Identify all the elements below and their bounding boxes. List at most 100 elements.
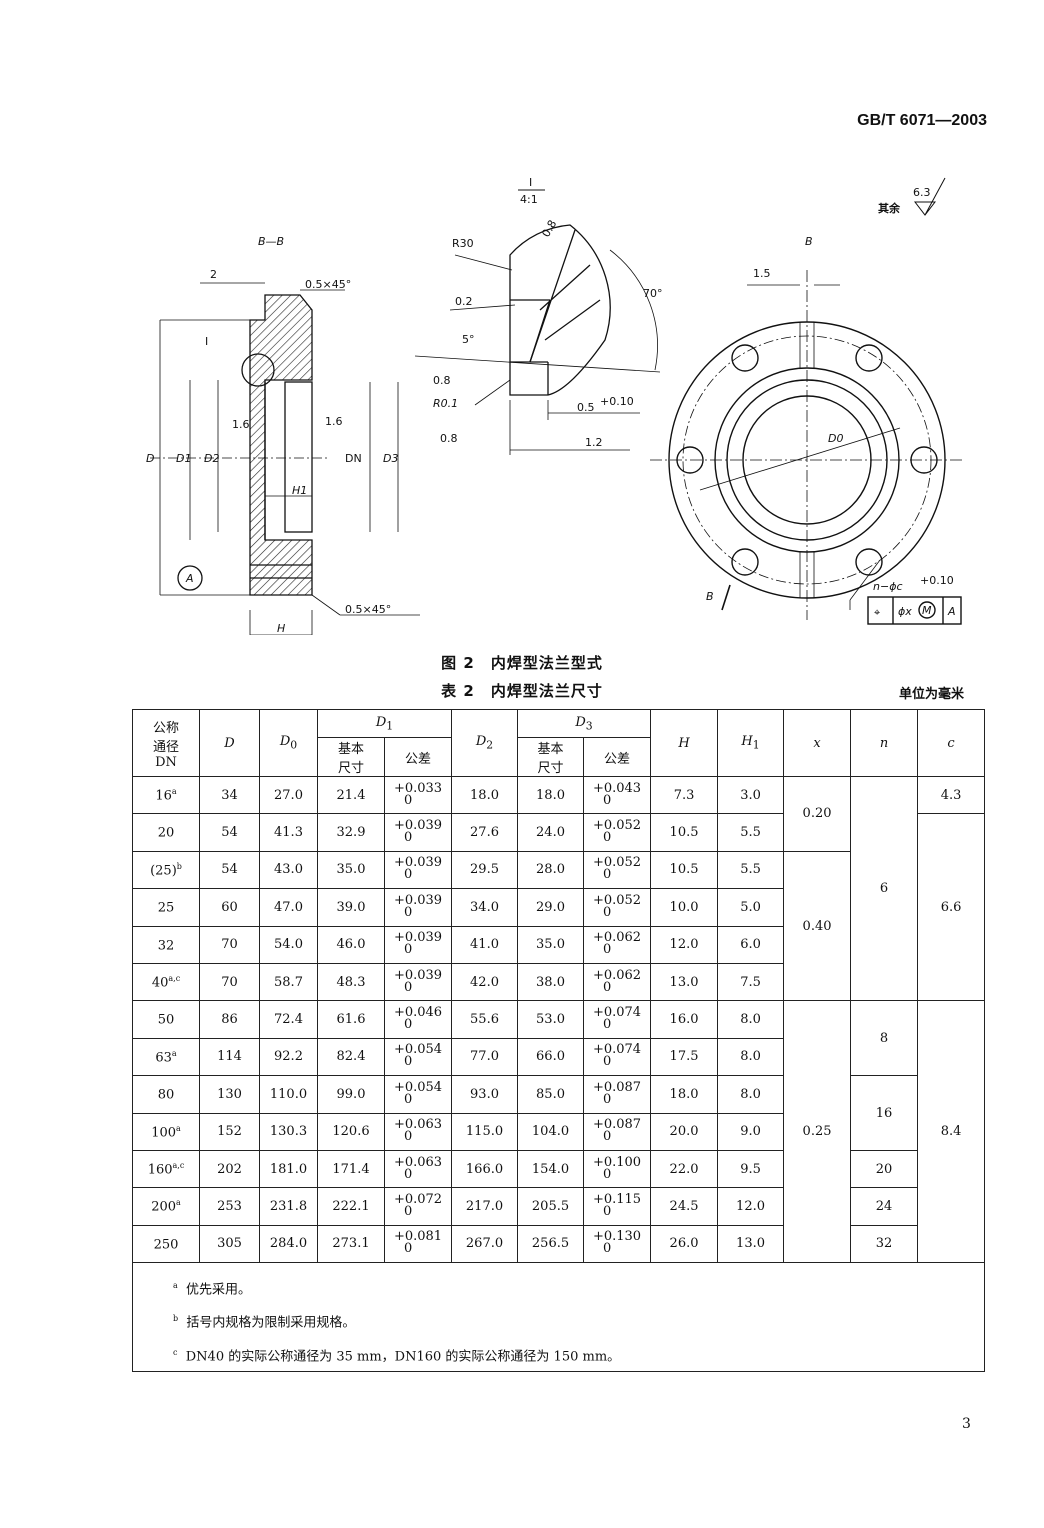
cell-c: 6.6 [917, 813, 986, 1002]
fcf-datum: A [947, 605, 956, 618]
cell-D1-basic: 48.3 [317, 962, 385, 1002]
fcf-modifier: M [922, 604, 932, 617]
cell-dn: 16a [132, 775, 200, 815]
cell-D0: 47.0 [259, 888, 318, 927]
header-D1: D1 [316, 709, 453, 738]
roughness-symbol [913, 177, 946, 216]
dim-D3: D3 [383, 452, 398, 465]
page-number: 3 [962, 1416, 971, 1432]
view-b [650, 270, 965, 625]
label-0.8-top: 0.8 [539, 218, 559, 240]
cell-D3-basic: 53.0 [517, 1000, 585, 1039]
cell-D1-basic: 82.4 [317, 1037, 385, 1077]
cell-H1: 12.0 [717, 1187, 785, 1226]
cell-D1-basic: 120.6 [317, 1112, 385, 1151]
cell-D2: 93.0 [451, 1075, 519, 1114]
cell-c: 4.3 [917, 775, 986, 815]
cell-H: 26.0 [650, 1224, 719, 1264]
cell-n: 16 [850, 1075, 919, 1151]
cell-D3-basic: 35.0 [517, 925, 585, 964]
section-bb-label: B—B [258, 235, 284, 248]
cell-H: 10.5 [650, 813, 719, 852]
cell-dn: 20 [132, 813, 200, 852]
cell-n: 20 [850, 1149, 919, 1189]
angle-5: 5° [462, 333, 475, 346]
cell-H1: 8.0 [717, 1000, 785, 1039]
dim-DN: DN [345, 452, 362, 465]
roughness-other-value: 6.3 [913, 186, 931, 199]
cell-D2: 18.0 [451, 775, 519, 815]
cell-D3-basic: 256.5 [517, 1224, 585, 1264]
cell-H1: 7.5 [717, 962, 785, 1002]
cell-D2: 41.0 [451, 925, 519, 964]
roughness-0.8-a: 0.8 [433, 374, 451, 387]
holes-label: n−ϕc [873, 580, 903, 593]
cell-D0: 231.8 [259, 1187, 318, 1226]
flange-drawing: B—B 2 0.5×45° 0.5×45° I 1.6 1.6 D D1 D2 … [146, 176, 965, 635]
roughness-other: 其余 [878, 201, 901, 215]
cell-H: 16.0 [650, 1000, 719, 1039]
dim-0.5-tol: +0.10 [600, 395, 634, 408]
chamfer-top: 0.5×45° [305, 278, 351, 291]
cell-D2: 217.0 [451, 1187, 519, 1226]
cell-x: 0.40 [783, 850, 852, 1002]
cell-D: 60 [199, 888, 260, 927]
cell-D1-basic: 273.1 [317, 1224, 385, 1264]
cell-dn: (25)b [132, 850, 200, 890]
cell-H: 13.0 [650, 962, 719, 1002]
dim-0.5: 0.5 [577, 401, 595, 414]
cell-D0: 130.3 [259, 1112, 318, 1151]
header-H: H [650, 709, 719, 777]
cell-D0: 43.0 [259, 850, 318, 890]
roughness-0.8-b: 0.8 [440, 432, 458, 445]
cell-D2: 55.6 [451, 1000, 519, 1039]
cell-H1: 5.0 [717, 888, 785, 927]
header-D: D [199, 709, 260, 777]
cell-D2: 29.5 [451, 850, 519, 890]
cell-dn: 80 [132, 1075, 200, 1114]
dim-H: H [277, 622, 285, 635]
cell-dn: 200a [132, 1187, 200, 1226]
detail-marker: I [205, 335, 208, 348]
cell-D0: 284.0 [259, 1224, 318, 1264]
cell-D1-basic: 39.0 [317, 888, 385, 927]
cell-D: 54 [199, 850, 260, 890]
cell-D: 152 [199, 1112, 260, 1151]
cell-D2: 77.0 [451, 1037, 519, 1077]
cell-H: 10.5 [650, 850, 719, 890]
cell-D: 70 [199, 962, 260, 1002]
cell-H1: 13.0 [717, 1224, 785, 1264]
cell-n: 32 [850, 1224, 919, 1264]
cell-D3-basic: 66.0 [517, 1037, 585, 1077]
cell-D1-basic: 46.0 [317, 925, 385, 964]
cell-H1: 5.5 [717, 813, 785, 852]
header-D1-tol: 公差 [383, 737, 453, 777]
dim-1.2: 1.2 [585, 436, 603, 449]
note-b: b 括号内规格为限制采用规格。 [173, 1314, 356, 1331]
detail-scale: 4:1 [520, 193, 538, 206]
cell-D0: 27.0 [259, 775, 318, 815]
dim-H1: H1 [292, 484, 307, 497]
cell-H: 10.0 [650, 888, 719, 927]
cell-dn: 100a [132, 1112, 200, 1151]
cell-D2: 166.0 [451, 1149, 519, 1189]
